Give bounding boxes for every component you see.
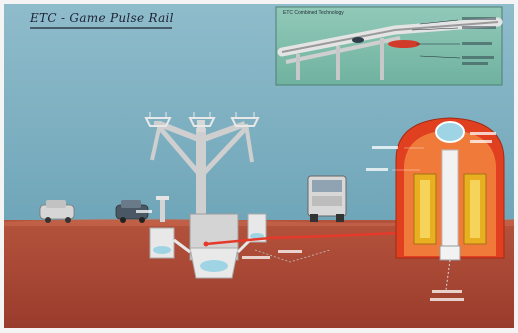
car-icon bbox=[39, 200, 75, 223]
car-icon bbox=[115, 200, 149, 223]
truck-icon bbox=[307, 175, 347, 222]
inset-caption: ETC Combined Technology bbox=[283, 10, 344, 16]
reactor-icon bbox=[395, 117, 505, 291]
poster-title: ETC - Game Pulse Rail bbox=[30, 11, 174, 25]
tank-icon bbox=[149, 213, 267, 279]
laser-beam bbox=[205, 230, 421, 246]
rail-inset bbox=[275, 6, 503, 86]
diagram-labels bbox=[136, 132, 496, 301]
pylon-icon bbox=[144, 112, 260, 220]
beam-origin bbox=[203, 241, 209, 247]
pipeline-path bbox=[254, 249, 331, 263]
vent-icon bbox=[156, 196, 169, 222]
